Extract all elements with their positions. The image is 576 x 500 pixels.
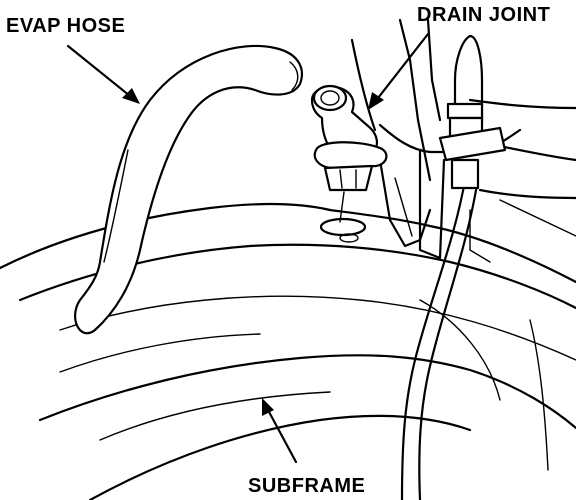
- drain-joint-arrowhead: [368, 92, 384, 110]
- drain-joint: [310, 84, 388, 223]
- evap-hose-label: EVAP HOSE: [6, 15, 126, 37]
- drain-joint-arrow: [376, 32, 430, 100]
- leader-arrows: [66, 32, 430, 464]
- subframe-arrow: [266, 408, 298, 464]
- drain-joint-label: DRAIN JOINT: [417, 4, 551, 26]
- evap-hose: [74, 44, 303, 335]
- subframe-label: SUBFRAME: [248, 475, 366, 497]
- evap-hose-arrowhead: [122, 88, 140, 104]
- subframe-plate: [0, 202, 576, 500]
- subframe-arrowhead: [262, 398, 274, 416]
- evap-hose-arrow: [66, 44, 132, 98]
- brake-line: [400, 34, 507, 500]
